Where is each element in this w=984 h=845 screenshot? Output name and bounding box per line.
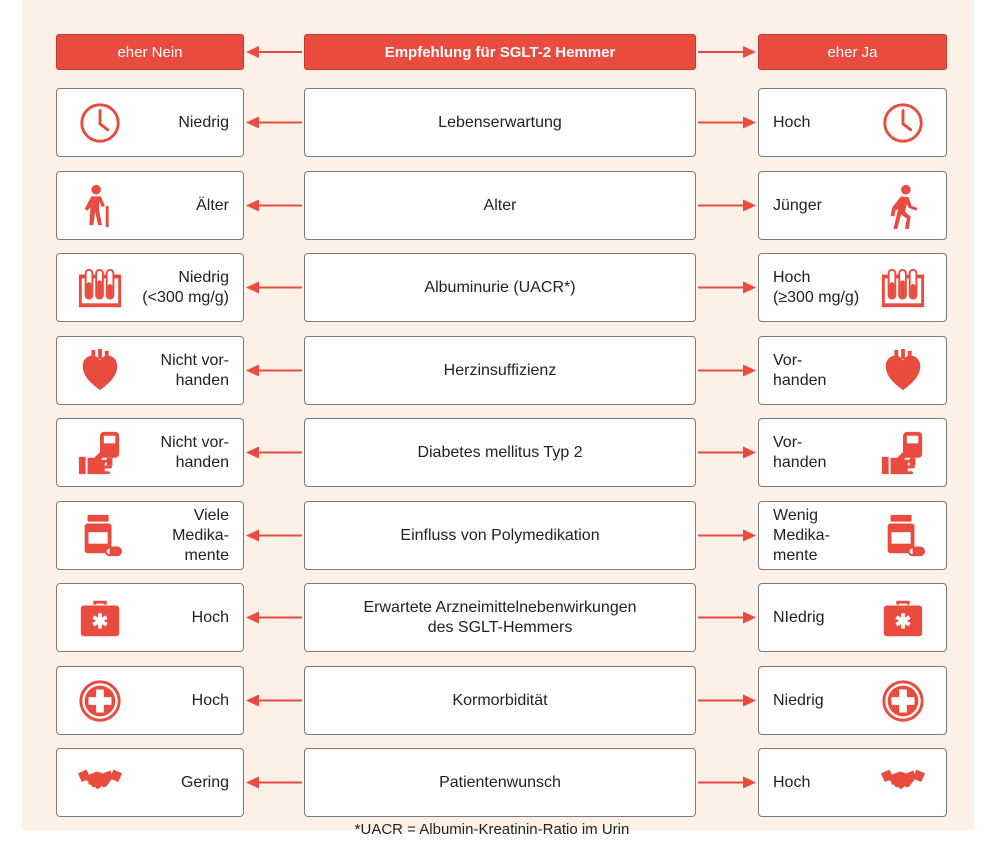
test-tubes-icon	[77, 265, 123, 311]
right-box: Jünger	[758, 171, 947, 240]
glucose-meter-icon	[77, 430, 123, 476]
left-box: Niedrig	[56, 88, 244, 157]
criterion-box: Patientenwunsch	[304, 748, 696, 817]
criterion-box: Diabetes mellitus Typ 2	[304, 418, 696, 487]
header-arrow-right	[698, 46, 756, 58]
left-label: Hoch	[191, 691, 229, 709]
arrow-left	[246, 364, 302, 377]
criterion-label: Albuminurie (UACR*)	[424, 278, 576, 296]
criterion-box: Herzinsuffizienz	[304, 336, 696, 405]
left-box: Niedrig (<300 mg/g)	[56, 253, 244, 322]
glucose-meter-icon	[880, 430, 926, 476]
criterion-label: Alter	[483, 196, 517, 214]
left-box: Hoch	[56, 666, 244, 735]
right-box: Vor- handen	[758, 418, 947, 487]
arrow-left	[246, 116, 302, 129]
header-eher-ja: eher Ja	[758, 34, 947, 70]
elderly-person-with-cane-icon	[77, 183, 123, 229]
right-label: Wenig Medika- mente	[773, 506, 830, 564]
header-eher-nein: eher Nein	[56, 34, 244, 70]
right-box: Hoch	[758, 748, 947, 817]
arrow-right	[698, 364, 756, 377]
right-box: Hoch	[758, 88, 947, 157]
arrow-right	[698, 529, 756, 542]
criterion-box: Alter	[304, 171, 696, 240]
right-label: Hoch (≥300 mg/g)	[773, 268, 860, 306]
right-label: Hoch	[773, 773, 811, 791]
right-label: Hoch	[773, 113, 811, 131]
arrow-left	[246, 446, 302, 459]
clock-icon	[880, 100, 926, 146]
heart-icon	[880, 348, 926, 394]
left-label: Niedrig	[178, 113, 229, 131]
first-aid-kit-icon	[880, 595, 926, 641]
criterion-label: Herzinsuffizienz	[443, 361, 557, 379]
arrow-right	[698, 446, 756, 459]
left-box: Hoch	[56, 583, 244, 652]
left-label: Niedrig (<300 mg/g)	[142, 268, 229, 306]
arrow-right	[698, 281, 756, 294]
right-box: Hoch (≥300 mg/g)	[758, 253, 947, 322]
clock-icon	[77, 100, 123, 146]
criterion-box: Erwartete Arzneimittelnebenwirkungen des…	[304, 583, 696, 652]
handshake-icon	[77, 760, 123, 806]
walking-person-icon	[880, 183, 926, 229]
footnote: *UACR = Albumin-Kreatinin-Ratio im Urin	[354, 821, 630, 838]
heart-icon	[77, 348, 123, 394]
arrow-right	[698, 199, 756, 212]
criterion-label: Diabetes mellitus Typ 2	[417, 443, 583, 461]
test-tubes-icon	[880, 265, 926, 311]
left-label: Gering	[180, 773, 229, 791]
arrow-left	[246, 776, 302, 789]
handshake-icon	[880, 760, 926, 806]
arrow-right	[698, 694, 756, 707]
criterion-label: Einfluss von Polymedikation	[400, 526, 600, 544]
medication-bottle-icon	[77, 513, 123, 559]
arrow-right	[698, 611, 756, 624]
right-label: NIedrig	[773, 608, 825, 626]
arrow-left	[246, 611, 302, 624]
criterion-box: Albuminurie (UACR*)	[304, 253, 696, 322]
right-box: Niedrig	[758, 666, 947, 735]
left-label: Viele Medika- mente	[172, 506, 229, 564]
first-aid-kit-icon	[77, 595, 123, 641]
left-label: Älter	[196, 196, 229, 214]
arrow-right	[698, 776, 756, 789]
arrow-left	[246, 529, 302, 542]
header-recommendation: Empfehlung für SGLT-2 Hemmer	[304, 34, 696, 70]
arrow-right	[698, 116, 756, 129]
arrow-left	[246, 281, 302, 294]
criterion-label: Lebenserwartung	[438, 113, 562, 131]
left-label: Hoch	[191, 608, 229, 626]
left-box: Nicht vor- handen	[56, 418, 244, 487]
arrow-left	[246, 694, 302, 707]
header-arrow-left	[246, 46, 302, 58]
arrow-left	[246, 199, 302, 212]
criterion-box: Einfluss von Polymedikation	[304, 501, 696, 570]
left-box: Älter	[56, 171, 244, 240]
criterion-label: Kormorbidität	[452, 691, 548, 709]
right-box: Wenig Medika- mente	[758, 501, 947, 570]
criterion-label: Erwartete Arzneimittelnebenwirkungen des…	[363, 598, 637, 636]
left-box: Viele Medika- mente	[56, 501, 244, 570]
medical-cross-icon	[880, 678, 926, 724]
right-label: Vor- handen	[773, 351, 827, 389]
right-label: Niedrig	[773, 691, 824, 709]
left-label: Nicht vor- handen	[160, 351, 229, 389]
right-box: NIedrig	[758, 583, 947, 652]
right-box: Vor- handen	[758, 336, 947, 405]
criterion-box: Kormorbidität	[304, 666, 696, 735]
left-box: Gering	[56, 748, 244, 817]
left-label: Nicht vor- handen	[160, 433, 229, 471]
left-box: Nicht vor- handen	[56, 336, 244, 405]
criterion-box: Lebenserwartung	[304, 88, 696, 157]
medical-cross-icon	[77, 678, 123, 724]
criterion-label: Patientenwunsch	[439, 773, 561, 791]
right-label: Jünger	[773, 196, 822, 214]
medication-bottle-icon	[880, 513, 926, 559]
right-label: Vor- handen	[773, 433, 827, 471]
